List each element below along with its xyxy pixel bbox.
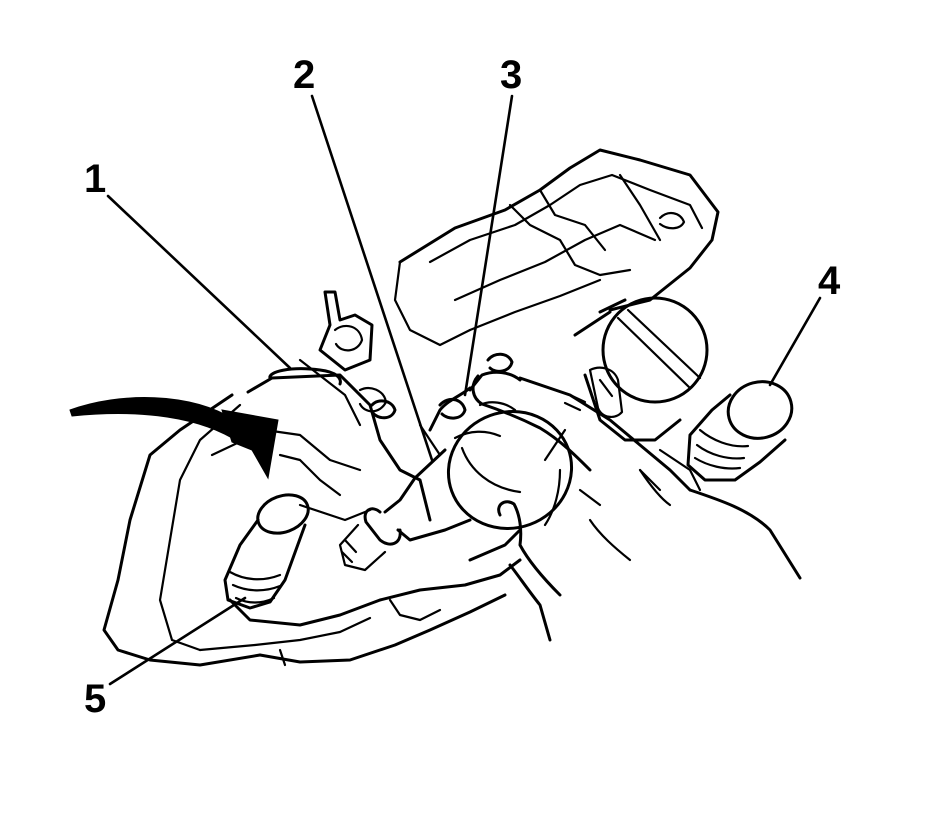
leader-1 <box>106 194 292 370</box>
callout-1: 1 <box>84 157 106 201</box>
lower-housing <box>228 528 522 667</box>
callout-labels: 1 2 3 4 5 <box>84 53 841 721</box>
port-nipple-4 <box>658 380 794 492</box>
callout-4: 4 <box>818 259 841 303</box>
leader-5 <box>108 596 247 686</box>
leader-3 <box>463 94 514 397</box>
leader-lines <box>106 94 822 686</box>
leader-4 <box>768 296 822 387</box>
canister-body <box>102 367 432 667</box>
bracket-clip <box>298 290 374 427</box>
mounting-bracket <box>393 148 720 347</box>
technician-hand <box>471 374 802 642</box>
callout-3: 3 <box>500 53 522 97</box>
bolt-center <box>418 352 514 457</box>
leader-2 <box>310 94 434 462</box>
port-nipple-5 <box>223 493 310 610</box>
callout-5: 5 <box>84 677 106 721</box>
callout-2: 2 <box>293 53 315 97</box>
sensor-housing <box>563 296 709 492</box>
rotation-arrow <box>69 397 279 480</box>
